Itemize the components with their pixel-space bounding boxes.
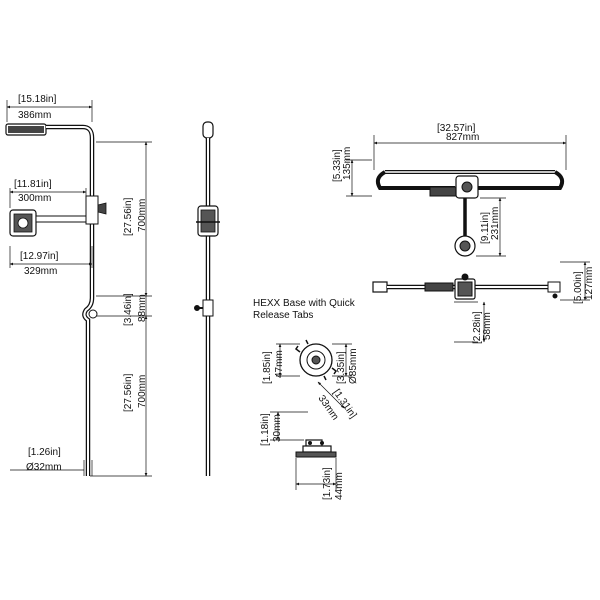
- hexx-base-side-dimensions: [270, 411, 337, 490]
- front-view: [5, 123, 107, 476]
- fv-upper-h-in: [27.56in]: [123, 197, 134, 236]
- right-side-view-dimensions: [454, 261, 590, 343]
- hexx-base-top: [294, 339, 338, 381]
- center-side-view: [194, 121, 220, 476]
- base-t-in: [1.18in]: [260, 413, 271, 446]
- fv-arm-in: [11.81in]: [14, 179, 52, 190]
- base-dia-mm: Ø85mm: [348, 348, 359, 384]
- sv-height-in: [5.00in]: [573, 271, 584, 304]
- base-caption-line1: HEXX Base with Quick: [253, 298, 356, 309]
- right-side-view-labels: [5.00in] 127mm [2.28in] 58mm: [472, 267, 595, 344]
- fv-upper-h-mm: 700mm: [137, 199, 148, 232]
- hexx-base-top-dimensions: [276, 343, 352, 409]
- base-h-in: [1.85in]: [262, 351, 273, 384]
- hexx-base-side-labels: [1.18in] 30mm [1.73in] 44mm: [260, 413, 345, 500]
- fv-lower-h-in: [27.56in]: [123, 373, 134, 412]
- base-b-in: [1.73in]: [322, 467, 333, 500]
- sv-height-mm: 127mm: [584, 267, 595, 300]
- right-side-view: [372, 273, 561, 300]
- top-view-labels: [32.57in] 827mm [5.33in] 135mm [9.11in] …: [332, 123, 501, 244]
- base-caption-line2: Release Tabs: [253, 310, 313, 321]
- mount-head: [9, 209, 87, 237]
- fv-offset-in: [3.46in]: [123, 293, 134, 326]
- base-b-mm: 44mm: [334, 472, 345, 500]
- top-view: [375, 170, 565, 257]
- fv-arm-mm: 300mm: [18, 193, 51, 204]
- base-t-mm: 30mm: [272, 414, 283, 442]
- fv-lower-h-mm: 700mm: [137, 375, 148, 408]
- fv-dia-mm: Ø32mm: [26, 462, 62, 473]
- fv-offset-mm: 88mm: [137, 294, 148, 322]
- fv-reach-in: [12.97in]: [20, 251, 59, 262]
- tv-width-in: [32.57in]: [437, 123, 476, 134]
- base-h-mm: 47mm: [274, 350, 285, 378]
- tv-width-mm: 827mm: [446, 132, 479, 143]
- tv-height-mm: 135mm: [342, 147, 353, 180]
- sv-drop-mm: 58mm: [482, 312, 493, 340]
- front-view-labels: [15.18in] 386mm [11.81in] 300mm [12.97in…: [14, 94, 148, 473]
- top-view-dimensions: [346, 135, 567, 257]
- sv-drop-in: [2.28in]: [472, 311, 483, 344]
- tv-arm-in: [9.11in]: [480, 212, 491, 244]
- fv-width-mm: 386mm: [18, 110, 51, 121]
- fv-width-in: [15.18in]: [18, 94, 57, 105]
- hexx-base-side: [295, 439, 337, 458]
- center-mount: [196, 205, 220, 237]
- tv-arm-mm: 231mm: [490, 207, 501, 240]
- tv-height-in: [5.33in]: [332, 149, 343, 182]
- base-dia-in: [3.35in]: [336, 351, 347, 384]
- base-caption: HEXX Base with Quick Release Tabs: [253, 298, 356, 321]
- fv-reach-mm: 329mm: [24, 266, 57, 277]
- fv-dia-in: [1.26in]: [28, 447, 61, 458]
- front-view-dimensions: [6, 100, 152, 477]
